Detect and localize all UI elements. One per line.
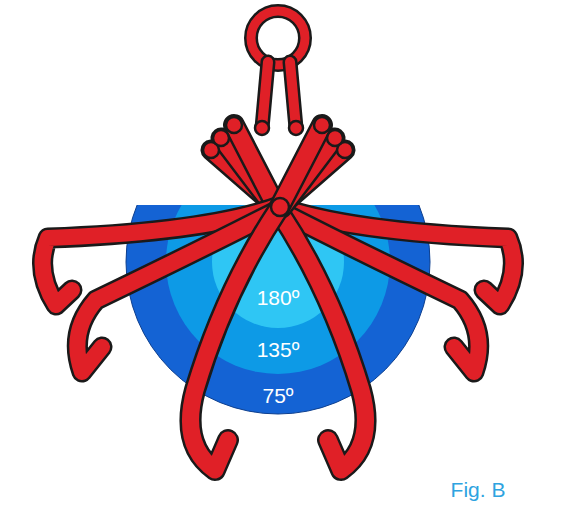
arm-outline xyxy=(191,125,323,470)
pivot-bolt xyxy=(226,117,242,133)
arm-body xyxy=(191,125,323,470)
pivot-bolt xyxy=(255,121,269,135)
angle-label: 75º xyxy=(262,384,293,408)
pivot-bolt xyxy=(213,130,229,146)
angle-label: 180º xyxy=(257,286,300,310)
pivot-bolt xyxy=(289,121,303,135)
arm-body xyxy=(290,62,296,128)
angle-label: 135º xyxy=(257,338,300,362)
pivot-bolt xyxy=(327,130,343,146)
arm-outline xyxy=(262,62,268,128)
pivot-bolt xyxy=(314,117,330,133)
pivot-bolt xyxy=(271,198,289,216)
right-arms xyxy=(211,125,513,470)
lifting-ring xyxy=(251,11,305,128)
arm-outline xyxy=(290,62,296,128)
arm-body xyxy=(262,62,268,128)
grab-arms xyxy=(43,11,514,470)
left-arms xyxy=(43,125,345,470)
figure-caption: Fig. B xyxy=(451,478,506,502)
